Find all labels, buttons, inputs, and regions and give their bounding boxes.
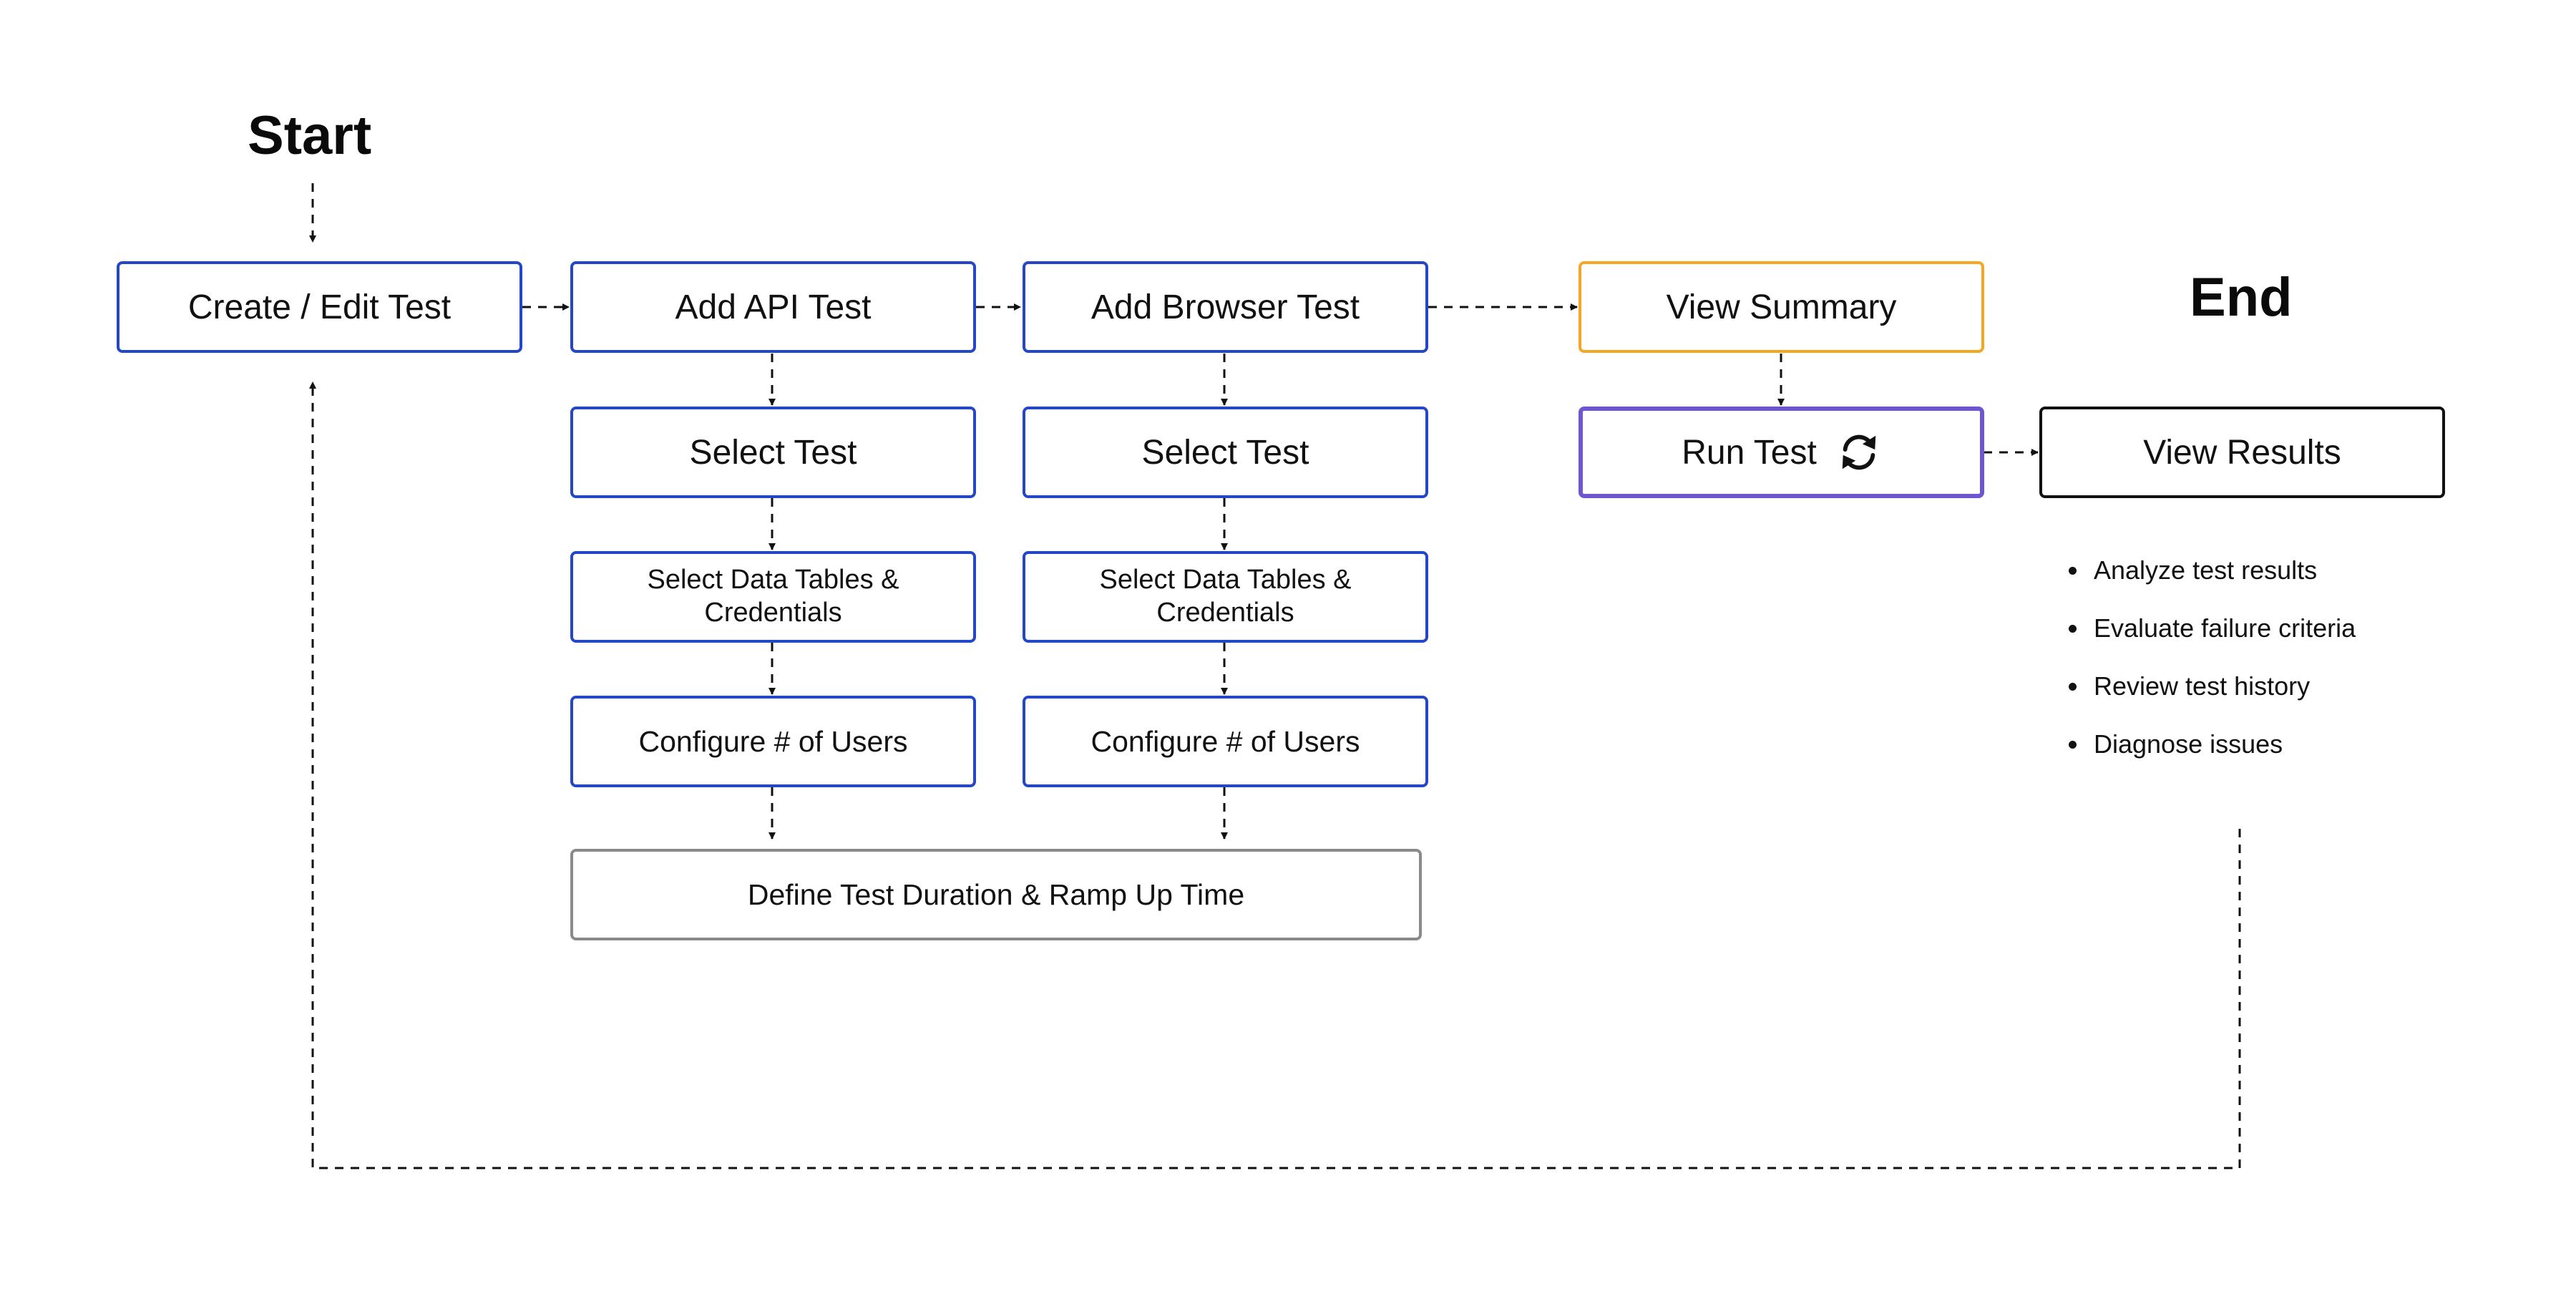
run-test-step[interactable]: Run Test — [1579, 407, 1984, 498]
bullet-item: Diagnose issues — [2089, 724, 2356, 782]
browser-configure-users-step[interactable]: Configure # of Users — [1023, 696, 1428, 787]
view-summary-step[interactable]: View Summary — [1579, 261, 1984, 353]
api-select-data-step[interactable]: Select Data Tables & Credentials — [570, 551, 976, 643]
create-edit-test-label: Create / Edit Test — [187, 288, 452, 326]
browser-select-data-step[interactable]: Select Data Tables & Credentials — [1023, 551, 1428, 643]
view-results-label: View Results — [2143, 433, 2341, 472]
add-browser-test-step[interactable]: Add Browser Test — [1023, 261, 1428, 353]
browser-select-test-label: Select Test — [1141, 433, 1309, 472]
results-bullet-list: Analyze test results Evaluate failure cr… — [2061, 550, 2356, 782]
start-heading: Start — [248, 105, 372, 166]
refresh-icon — [1842, 434, 1876, 470]
bullet-item: Analyze test results — [2089, 550, 2356, 608]
bullet-item: Review test history — [2089, 666, 2356, 724]
browser-configure-users-label: Configure # of Users — [1091, 724, 1360, 758]
create-edit-test-step[interactable]: Create / Edit Test — [117, 261, 522, 353]
view-summary-label: View Summary — [1666, 288, 1897, 326]
browser-select-test-step[interactable]: Select Test — [1023, 407, 1428, 498]
api-configure-users-label: Configure # of Users — [638, 724, 908, 758]
run-test-label: Run Test — [1682, 433, 1817, 472]
bullet-item: Evaluate failure criteria — [2089, 608, 2356, 666]
api-configure-users-step[interactable]: Configure # of Users — [570, 696, 976, 787]
browser-select-data-label: Select Data Tables & Credentials — [1099, 565, 1352, 628]
define-duration-label: Define Test Duration & Ramp Up Time — [747, 877, 1245, 911]
api-select-test-step[interactable]: Select Test — [570, 407, 976, 498]
add-browser-test-label: Add Browser Test — [1091, 288, 1360, 326]
view-results-step[interactable]: View Results — [2039, 407, 2445, 498]
define-duration-step[interactable]: Define Test Duration & Ramp Up Time — [570, 849, 1422, 940]
api-select-test-label: Select Test — [689, 433, 857, 472]
end-heading: End — [2190, 267, 2293, 328]
add-api-test-label: Add API Test — [675, 288, 872, 326]
run-test-content: Run Test — [1682, 430, 1881, 475]
add-api-test-step[interactable]: Add API Test — [570, 261, 976, 353]
api-select-data-label: Select Data Tables & Credentials — [647, 565, 899, 628]
